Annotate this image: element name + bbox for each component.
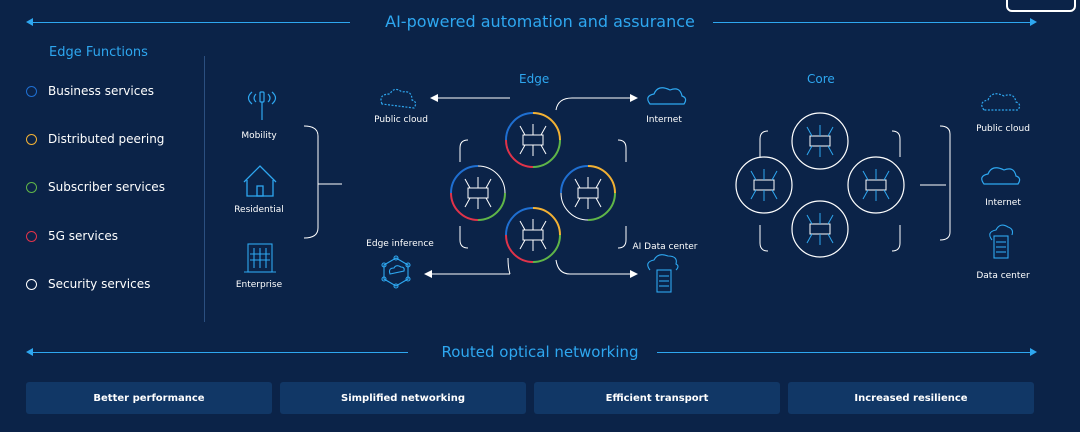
top-banner-title: AI-powered automation and assurance <box>367 12 713 31</box>
access-icons <box>243 91 277 273</box>
access-label-enterprise: Enterprise <box>235 280 283 290</box>
core-diagram <box>735 112 946 258</box>
top-banner-left-line <box>30 22 350 23</box>
edge-function-item: Business services <box>26 84 154 98</box>
core-destinations <box>939 93 1021 259</box>
top-banner-right-arrow <box>1030 18 1037 26</box>
core-label-data-center: Data center <box>976 271 1030 281</box>
edge-inference-icon <box>381 255 411 289</box>
edge-function-label: Distributed peering <box>48 132 165 146</box>
core-label-public-cloud: Public cloud <box>976 124 1030 134</box>
edge-function-label: Security services <box>48 277 151 291</box>
edge-function-label: Business services <box>48 84 154 98</box>
bottom-banner-left-arrow <box>26 348 33 356</box>
core-node-right <box>847 156 905 214</box>
benefit-better-performance: Better performance <box>26 382 272 414</box>
building-icon <box>244 243 276 273</box>
core-public-cloud-icon <box>981 93 1021 111</box>
edge-functions-title: Edge Functions <box>49 45 148 60</box>
edge-node-right <box>560 165 616 221</box>
core-label-internet: Internet <box>985 198 1021 208</box>
core-node-top <box>791 112 849 170</box>
top-banner: AI-powered automation and assurance <box>0 12 1080 31</box>
status-circle-icon <box>26 230 37 242</box>
bottom-banner-right-line <box>656 352 1030 353</box>
bottom-banner-title: Routed optical networking <box>423 343 657 361</box>
bottom-banner-right-arrow <box>1030 348 1037 356</box>
core-data-center-icon <box>989 224 1014 259</box>
access-bracket <box>303 125 342 239</box>
status-circle-icon <box>26 278 37 290</box>
status-circle-icon <box>26 133 37 145</box>
edge-node-top <box>505 112 561 168</box>
edge-label-public-cloud: Public cloud <box>374 115 428 125</box>
edge-function-item: Subscriber services <box>26 180 165 194</box>
benefit-increased-resilience: Increased resilience <box>788 382 1034 414</box>
access-label-residential: Residential <box>234 205 284 215</box>
house-icon <box>243 165 277 197</box>
edge-function-item: Distributed peering <box>26 132 164 146</box>
edge-diagram <box>380 87 687 293</box>
edge-function-label: 5G services <box>48 229 118 243</box>
ai-data-center-icon <box>647 254 679 293</box>
edge-node-left <box>450 165 506 221</box>
edge-label-edge-inference: Edge inference <box>366 239 434 249</box>
edge-function-item: 5G services <box>26 229 118 243</box>
edge-label-internet: Internet <box>646 115 682 125</box>
public-cloud-icon <box>380 88 417 109</box>
core-internet-cloud-icon <box>981 167 1021 185</box>
edge-node-bottom <box>505 207 561 263</box>
edge-function-item: Security services <box>26 277 150 291</box>
access-label-mobility: Mobility <box>241 131 277 141</box>
internet-cloud-icon <box>647 87 687 105</box>
bottom-banner: Routed optical networking <box>0 342 1080 361</box>
core-node-bottom <box>791 200 849 258</box>
core-node-left <box>735 156 793 214</box>
top-banner-right-line <box>712 22 1030 23</box>
cell-tower-icon <box>247 91 277 120</box>
benefit-simplified-networking: Simplified networking <box>280 382 526 414</box>
bottom-banner-left-line <box>30 352 408 353</box>
edge-label-ai-data-center: AI Data center <box>632 242 698 252</box>
edge-title: Edge <box>519 72 550 86</box>
status-circle-icon <box>26 85 37 97</box>
top-banner-left-arrow <box>26 18 33 26</box>
benefit-efficient-transport: Efficient transport <box>534 382 780 414</box>
status-circle-icon <box>26 181 37 193</box>
corner-badge <box>1006 0 1076 12</box>
edge-function-label: Subscriber services <box>48 180 165 194</box>
divider <box>204 56 205 322</box>
core-title: Core <box>807 72 835 86</box>
